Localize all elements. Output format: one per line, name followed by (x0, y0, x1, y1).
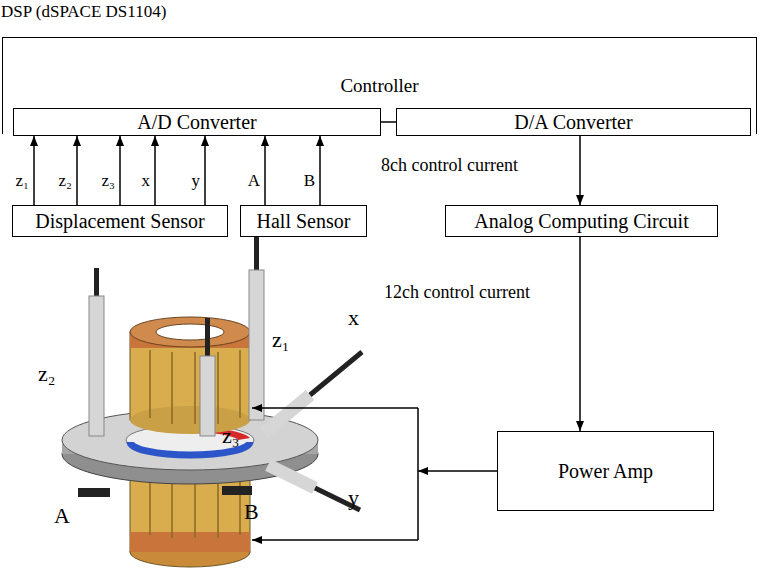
box-label: Power Amp (558, 460, 653, 482)
controller-frame: DSP (dSPACE DS1104)ControllerA/D Convert… (2, 37, 757, 134)
part-label: A (54, 504, 70, 528)
signal-name: x (141, 172, 152, 191)
box-label: Analog Computing Circuit (474, 210, 688, 232)
signal-name: z₂ (58, 172, 73, 191)
converter-box: A/D Converter (13, 108, 381, 136)
signal-connector (154, 136, 156, 205)
signal-name: z₁ (15, 172, 30, 191)
controller-title: Controller (340, 76, 418, 97)
signal-connector (579, 136, 581, 205)
signal-connector (381, 121, 396, 123)
sensor-box: Displacement Sensor (12, 205, 228, 237)
box-label: D/A Converter (514, 111, 632, 133)
controller-heading: DSP (dSPACE DS1104) (1, 3, 166, 22)
sensor-box: Hall Sensor (240, 205, 367, 237)
box-label: Displacement Sensor (35, 210, 204, 232)
part-label: z₃ (222, 424, 239, 448)
box-label: A/D Converter (137, 111, 256, 133)
part-label: z₂ (38, 362, 55, 386)
hall-sensors (78, 486, 252, 497)
upper-coil (130, 317, 250, 434)
signal-name: y (191, 172, 202, 191)
signal-connector (119, 136, 121, 205)
signal-connector (204, 136, 206, 205)
channel-label: 12ch control current (383, 283, 531, 303)
box-label: Hall Sensor (257, 210, 351, 232)
part-label: z₁ (272, 328, 289, 352)
signal-connector (264, 136, 266, 205)
signal-name: A (247, 172, 261, 191)
signal-name: z₃ (101, 172, 116, 191)
part-label: B (244, 500, 259, 524)
part-label: y (348, 486, 359, 510)
part-label: x (348, 306, 359, 330)
signal-connector (579, 237, 581, 431)
converter-box: D/A Converter (396, 108, 751, 136)
displacement-sensors (89, 232, 362, 510)
signal-connector (76, 136, 78, 205)
amplifier-box: Power Amp (497, 431, 714, 511)
circuit-box: Analog Computing Circuit (445, 205, 718, 237)
drive-wires (252, 408, 497, 540)
signal-connector (319, 136, 321, 205)
signal-connector (33, 136, 35, 205)
signal-name: B (303, 172, 316, 191)
channel-label: 8ch control current (380, 156, 519, 176)
